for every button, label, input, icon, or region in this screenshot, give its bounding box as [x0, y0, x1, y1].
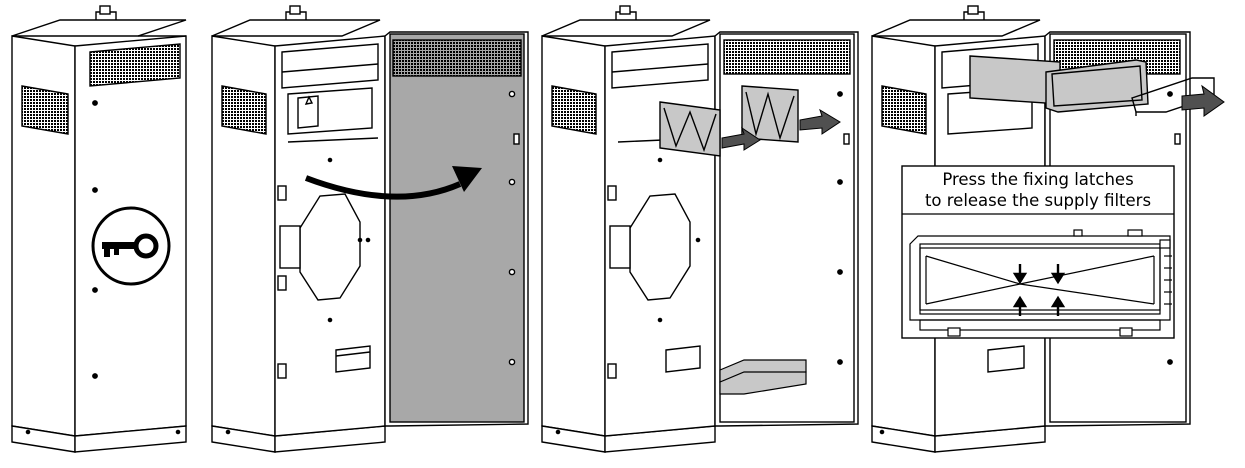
arrow-right-icon	[721, 108, 841, 151]
arrow-right-icon	[1181, 84, 1225, 117]
instruction-line-2: to release the supply filters	[924, 191, 1152, 210]
arrow-icon	[1012, 264, 1066, 316]
cabinet-closed	[11, 5, 187, 453]
curved-arrow-icon	[304, 166, 482, 200]
key-icon	[91, 206, 171, 286]
return-filter	[659, 85, 799, 157]
cabinet-filters-removed	[541, 5, 859, 453]
latch-detail	[909, 229, 1172, 337]
cabinet-door-open	[211, 5, 529, 453]
removed-filters-stack	[719, 359, 807, 395]
instruction-line-1: Press the fixing latches	[942, 170, 1134, 189]
